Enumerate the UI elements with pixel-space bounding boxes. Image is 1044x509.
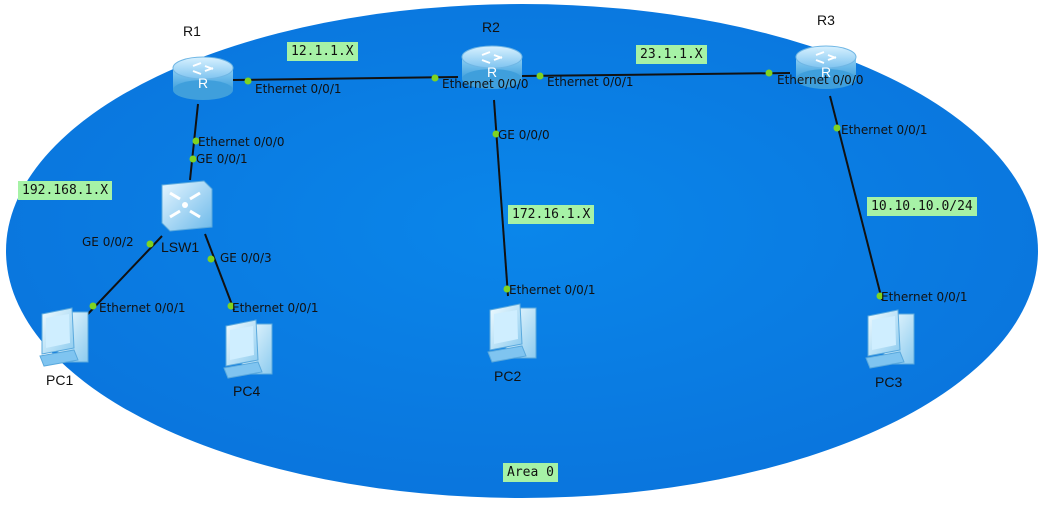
link-lsw1-pc1[interactable] [85,235,163,317]
port-dot [207,255,215,263]
port-label-pc3-e001: Ethernet 0/0/1 [881,290,968,304]
switch-icon[interactable] [160,179,214,233]
router-icon[interactable] [172,56,234,101]
port-label-lsw1-ge003: GE 0/0/3 [220,251,272,265]
subnet-tag-lan2: 172.16.1.X [508,205,595,224]
port-dot [503,285,511,293]
node-name-pc1: PC1 [46,372,74,388]
node-name-r1: R1 [183,23,201,39]
port-dot [189,155,197,163]
port-label-r2-e001: Ethernet 0/0/1 [547,75,634,89]
node-name-pc4: PC4 [233,383,261,399]
port-label-lsw1-ge002: GE 0/0/2 [82,235,134,249]
link-r2-r3[interactable] [521,72,791,77]
node-name-r2: R2 [482,19,500,35]
link-r1-r2[interactable] [231,76,459,81]
port-dot [431,74,439,82]
port-label-pc1-e001: Ethernet 0/0/1 [99,301,186,315]
link-lsw1-pc4[interactable] [204,233,235,311]
subnet-tag-lan1: 192.168.1.X [18,181,113,200]
pc-icon[interactable] [487,303,537,363]
port-dot [765,69,773,77]
node-name-lsw1: LSW1 [161,239,200,255]
port-label-r2-e000: Ethernet 0/0/0 [442,77,529,91]
port-label-r2-ge000: GE 0/0/0 [498,128,550,142]
node-name-r3: R3 [817,12,835,28]
port-dot [192,137,200,145]
port-dot [876,292,884,300]
subnet-tag-lan3: 10.10.10.0/24 [867,197,977,216]
port-label-pc2-e001: Ethernet 0/0/1 [509,283,596,297]
subnet-tag-r1-r2: 12.1.1.X [287,42,358,61]
pc-icon[interactable] [39,307,89,367]
node-name-pc3: PC3 [875,374,903,390]
port-dots [89,69,884,310]
port-dot [227,302,235,310]
port-dot [492,130,500,138]
port-dot [833,124,841,132]
pc-icon[interactable] [865,309,915,369]
area-label: Area 0 [503,463,558,482]
port-dot [536,72,544,80]
subnet-tag-r2-r3: 23.1.1.X [636,45,707,64]
node-name-pc2: PC2 [494,368,522,384]
port-dot [146,240,154,248]
port-dot [89,302,97,310]
port-label-r3-e001: Ethernet 0/0/1 [841,123,928,137]
port-label-pc4-e001: Ethernet 0/0/1 [232,301,319,315]
port-label-r3-e000: Ethernet 0/0/0 [777,73,864,87]
port-label-r1-e000: Ethernet 0/0/0 [198,135,285,149]
pc-icon[interactable] [223,319,273,379]
port-label-r1-e001: Ethernet 0/0/1 [255,82,342,96]
port-label-lsw1-ge001: GE 0/0/1 [196,152,248,166]
links [85,72,883,317]
port-dot [244,77,252,85]
